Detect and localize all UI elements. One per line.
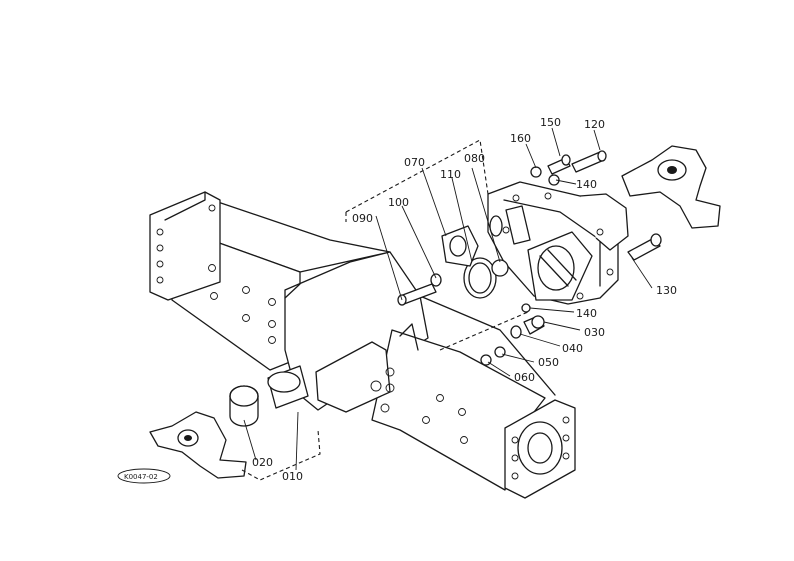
- label-120: 120: [584, 118, 605, 131]
- bolt-050: [494, 346, 506, 358]
- label-020: 020: [252, 456, 273, 469]
- plug-030: [523, 315, 545, 335]
- leader-lines: [241, 127, 653, 481]
- reference-code: K0047-02: [124, 473, 158, 481]
- front-support-bracket: [149, 411, 247, 479]
- rear-support-bracket: [621, 145, 721, 229]
- label-060: 060: [514, 371, 535, 384]
- label-130: 130: [656, 284, 677, 297]
- label-080: 080: [464, 152, 485, 165]
- bolt-120: [571, 150, 607, 173]
- bushing-020: [229, 385, 259, 427]
- label-140-lower: 140: [576, 307, 597, 320]
- spacer-140-lower: [521, 303, 531, 313]
- reference-code-badge: K0047-02: [117, 468, 171, 484]
- label-100: 100: [388, 196, 409, 209]
- nut-160: [530, 166, 542, 178]
- label-150: 150: [540, 116, 561, 129]
- axle-housing: [149, 191, 576, 499]
- bolt-150: [547, 154, 571, 175]
- label-040: 040: [562, 342, 583, 355]
- washer-100: [430, 273, 442, 287]
- label-070: 070: [404, 156, 425, 169]
- washer-040: [510, 325, 522, 339]
- cover-070: [441, 225, 479, 267]
- label-030: 030: [584, 326, 605, 339]
- oring-110: [491, 259, 509, 277]
- label-050: 050: [538, 356, 559, 369]
- pivot-boss-010: [267, 365, 309, 409]
- label-110: 110: [440, 168, 461, 181]
- bolt-130: [627, 233, 662, 261]
- part-labels: 010 020 030 040 050 060 070 080 090 100 …: [252, 116, 677, 483]
- washer-060: [480, 354, 492, 366]
- label-010: 010: [282, 470, 303, 483]
- label-140-upper: 140: [576, 178, 597, 191]
- seal-080: [463, 257, 497, 299]
- spacer-140-upper: [548, 174, 560, 186]
- label-160: 160: [510, 132, 531, 145]
- gear-case: [487, 181, 629, 305]
- label-090: 090: [352, 212, 373, 225]
